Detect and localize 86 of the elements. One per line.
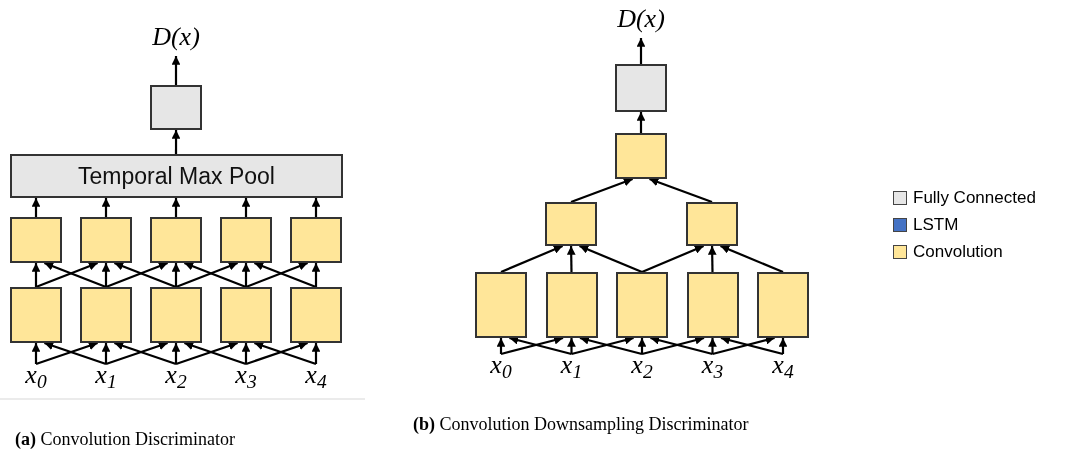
- legend-label: Fully Connected: [913, 188, 1036, 208]
- arrow: [636, 38, 646, 64]
- convolution-box: [290, 217, 342, 263]
- arrow: [114, 261, 177, 289]
- arrow: [171, 130, 181, 154]
- convolution-box: [290, 287, 342, 343]
- arrow: [35, 261, 98, 289]
- arrow: [241, 263, 251, 287]
- convolution-box: [475, 272, 527, 338]
- arrow: [44, 261, 107, 289]
- arrow: [105, 341, 168, 366]
- arrow: [311, 343, 321, 364]
- arrow: [778, 338, 788, 354]
- math-label: x$_{1}$: [551, 348, 592, 382]
- arrow: [245, 261, 308, 289]
- convolution-box: [80, 287, 132, 343]
- arrow: [720, 245, 784, 273]
- arrow: [311, 198, 321, 217]
- arrow: [566, 246, 576, 272]
- fully-connected-box: [150, 85, 202, 130]
- math-label: x$_{4}$: [763, 348, 803, 382]
- arrow: [184, 341, 247, 366]
- arrow: [114, 341, 177, 366]
- convolution-box: [80, 217, 132, 263]
- convolution-box: [10, 287, 62, 343]
- arrow: [496, 338, 506, 354]
- arrow: [171, 343, 181, 364]
- arrow: [35, 341, 98, 366]
- convolution-box: [220, 287, 272, 343]
- math-label: x$_{2}$: [156, 358, 196, 392]
- convolution-box: [686, 272, 739, 338]
- arrow: [567, 338, 576, 354]
- arrow: [641, 245, 705, 273]
- convolution-box: [686, 202, 738, 246]
- arrow: [171, 198, 181, 217]
- math-label: D(x): [606, 0, 676, 38]
- arrow: [707, 246, 717, 272]
- convolution-box: [220, 217, 272, 263]
- math-label: x$_{3}$: [226, 358, 266, 392]
- arrow: [171, 263, 181, 287]
- arrow: [311, 263, 321, 287]
- arrow: [254, 341, 317, 366]
- arrow: [254, 261, 317, 289]
- caption: (b) Convolution Downsampling Discriminator: [413, 413, 750, 436]
- math-label: x$_{2}$: [622, 348, 662, 382]
- arrow: [637, 338, 647, 354]
- math-label: x$_{0}$: [16, 358, 56, 392]
- arrow: [708, 338, 717, 354]
- caption: (a) Convolution Discriminator: [15, 428, 235, 451]
- arrow: [579, 245, 643, 273]
- convolution-box: [615, 133, 667, 179]
- math-label: x$_{4}$: [296, 358, 336, 392]
- convolution-box: [150, 217, 202, 263]
- arrow: [636, 112, 646, 133]
- arrow: [171, 56, 181, 85]
- arrow: [101, 263, 111, 287]
- math-label: x$_{3}$: [692, 348, 733, 382]
- arrow: [31, 343, 41, 364]
- convolution-box: [757, 272, 809, 338]
- math-label: x$_{1}$: [86, 358, 126, 392]
- arrow: [31, 263, 41, 287]
- convolution-box: [150, 287, 202, 343]
- arrow: [175, 341, 238, 366]
- arrow: [184, 261, 247, 289]
- convolution-box: [545, 272, 598, 338]
- convolution-box: [616, 272, 668, 338]
- arrow: [44, 341, 107, 366]
- convolution-box: [10, 217, 62, 263]
- legend-label: LSTM: [913, 215, 959, 235]
- math-label: D(x): [141, 18, 211, 56]
- arrow: [101, 198, 111, 217]
- math-label: x$_{0}$: [481, 348, 521, 382]
- legend-label: Convolution: [913, 242, 1003, 262]
- arrow: [105, 261, 168, 289]
- arrow: [500, 245, 564, 273]
- arrow: [245, 341, 308, 366]
- arrow: [570, 177, 633, 204]
- arrow: [31, 198, 41, 217]
- arrow: [241, 198, 251, 217]
- pool-layer-box: Temporal Max Pool: [10, 154, 343, 198]
- fully-connected-box: [615, 64, 667, 112]
- convolution-box: [545, 202, 597, 246]
- arrow: [175, 261, 238, 289]
- arrow: [241, 343, 251, 364]
- arrow: [101, 343, 111, 364]
- arrow: [649, 177, 713, 204]
